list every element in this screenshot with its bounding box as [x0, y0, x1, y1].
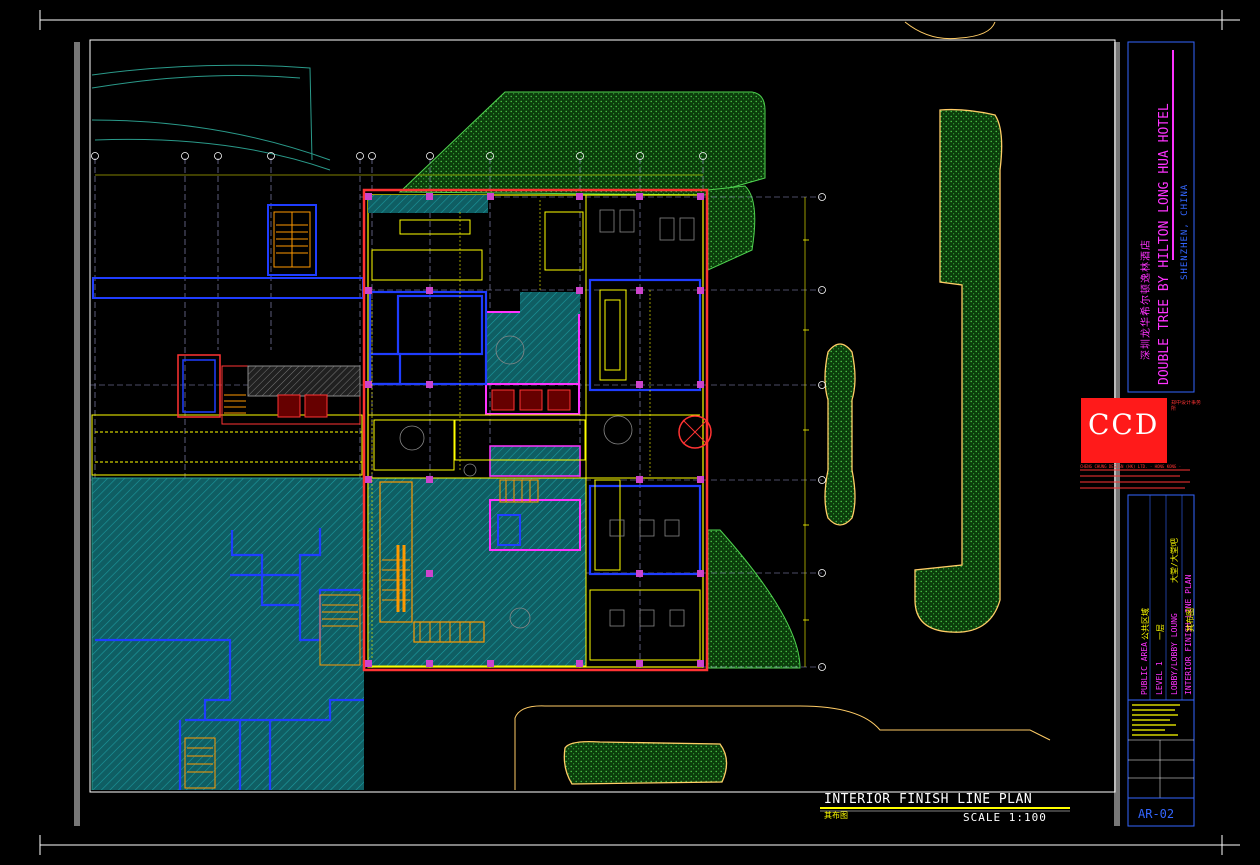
- project-sheet: INTERIOR FINISH LINE PLAN: [1184, 574, 1193, 695]
- project-space: LOBBY/LOBBY LOUNG: [1170, 613, 1179, 695]
- project-space-cn: 大堂/大堂吧: [1170, 538, 1179, 583]
- drawing-number: AR-02: [1138, 807, 1175, 821]
- left-wing: [91, 475, 364, 790]
- project-area-cn: 公共区域: [1141, 608, 1150, 640]
- logo-side-text: 郑中设计事务所: [1171, 400, 1202, 412]
- site-curves: [91, 21, 996, 171]
- main-building: [362, 188, 712, 672]
- landscape: [398, 91, 1051, 790]
- dimension-lines: [95, 174, 806, 667]
- hotel-location: SHENZHEN, CHINA: [1180, 183, 1190, 280]
- project-level-cn: 一层: [1156, 624, 1165, 640]
- drawing-title: INTERIOR FINISH LINE PLAN: [824, 792, 1033, 807]
- corridor: [91, 354, 363, 476]
- logo-text: CCD: [1088, 408, 1160, 441]
- revolving-door: [678, 415, 712, 449]
- grid-bubble-icon: [91, 152, 826, 671]
- project-level: LEVEL 1: [1155, 661, 1164, 695]
- stair-icon: [92, 204, 364, 299]
- company-info: CHENG CHUNG DESIGN (HK) LTD. · HONG KONG…: [1080, 464, 1182, 470]
- titleblock-frame: [1080, 41, 1195, 827]
- ccd-logo: [1081, 398, 1167, 463]
- dimension-ticks: [803, 239, 809, 621]
- drawing-title-cn: 其布图: [824, 811, 848, 820]
- drawing-scale: SCALE 1:100: [963, 811, 1047, 824]
- project-area: PUBLIC AREA: [1140, 642, 1149, 695]
- hotel-name-cn: 深圳龙华希尔顿逸林酒店: [1141, 239, 1152, 360]
- project-sheet-cn: 其布图: [1186, 608, 1195, 632]
- title-underline: [820, 807, 1070, 812]
- hotel-name-en: DOUBLE TREE BY HILTON LONG HUA HOTEL: [1157, 103, 1172, 385]
